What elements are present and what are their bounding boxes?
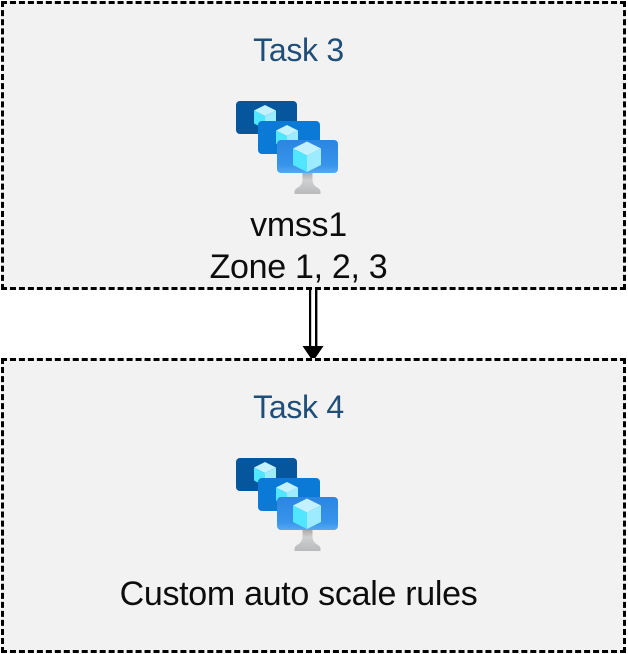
down-arrow-connector — [302, 289, 324, 362]
task-3-label: vmss1 Zone 1, 2, 3 — [210, 204, 388, 288]
task-3-title: Task 3 — [253, 32, 344, 68]
task-4-label: Custom auto scale rules — [120, 573, 478, 615]
vm-scale-sets-icon — [236, 458, 338, 551]
task-3-content: Task 3 vmss1 Zone 1, 2, 3 — [0, 4, 608, 287]
vm-scale-sets-icon — [236, 101, 338, 194]
zone-label: Zone 1, 2, 3 — [209, 248, 388, 286]
autoscale-rules-label: Custom auto scale rules — [119, 575, 478, 613]
task-3-box: Task 3 vmss1 Zone 1, 2, 3 — [1, 1, 626, 290]
task-4-title: Task 4 — [253, 389, 344, 425]
task-4-box: Task 4 Custom auto scale rules — [1, 358, 626, 653]
vmss-name-label: vmss1 — [250, 206, 347, 244]
task-4-content: Task 4 Custom auto scale rules — [0, 361, 608, 650]
